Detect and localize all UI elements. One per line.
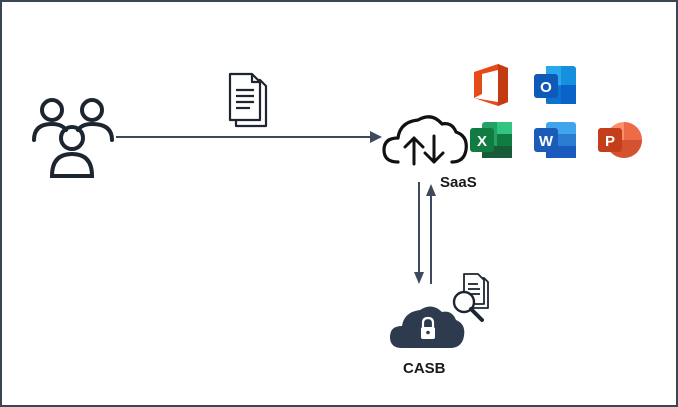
saas-label: SaaS [440,174,477,191]
cloud-upload-download-icon [382,115,468,166]
casb-flow-arrows [414,182,436,284]
powerpoint-app-icon: P [598,122,642,158]
excel-app-icon: X [470,122,512,158]
document-search-icon [452,273,489,322]
document-icon [228,72,268,128]
powerpoint-letter: P [605,133,615,150]
upload-flow-arrow [116,131,382,143]
casb-label: CASB [403,360,446,377]
outlook-app-icon: O [534,66,576,104]
word-app-icon: W [534,122,576,158]
excel-letter: X [477,133,487,150]
cloud-lock-icon [390,306,465,348]
outlook-letter: O [540,79,552,96]
users-group-icon [32,98,114,178]
office-app-icon [474,64,508,106]
word-letter: W [539,133,554,150]
